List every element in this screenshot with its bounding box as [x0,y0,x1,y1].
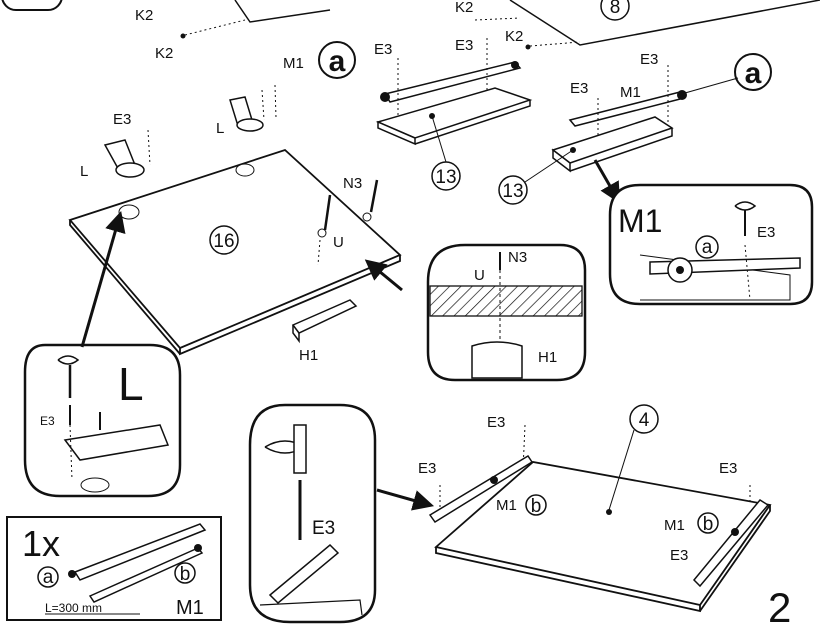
panel-4: 4 E3 E3 M1 b E3 M1 b E3 [418,404,772,613]
u-label-2: U [474,267,485,284]
tag-a-2: a [745,57,762,90]
e3-label-9: E3 [418,460,436,477]
tag-b-1: b [531,496,542,517]
kit-length: L=300 mm [45,601,102,615]
panel-16: 16 N3 U L E3 L H1 [68,84,403,364]
hinge-detail-title: L [118,358,144,410]
part-8-label: 8 [610,0,621,18]
n3-label-1: N3 [343,175,362,192]
kit-b-label: b [180,564,191,585]
part-13-label-2: 13 [502,181,523,202]
part-16-label: 16 [213,231,234,252]
k2-screws: K2 K2 K2 K2 [135,0,581,62]
rail-assembly-left: a M1 E3 E3 13 [283,37,533,191]
screwdriver-detail-bubble: E3 [248,403,435,624]
kit-name: M1 [176,597,204,619]
k2-label-2: K2 [155,45,173,62]
e3-label-8: E3 [487,414,505,431]
part-8-marker [600,0,630,21]
part-4-label: 4 [639,410,650,431]
e3-label-2: E3 [455,37,473,54]
m1-detail-a: a [702,237,713,258]
hinge-detail-bubble: L E3 [23,210,182,498]
k2-label-4: K2 [505,28,523,45]
kit-box: 1x a b L=300 mm M1 [6,516,222,621]
m1-label-4: M1 [664,517,685,534]
h1-label-1: H1 [299,347,318,364]
hinge-l-label-2: L [216,120,224,137]
m1-detail-e3: E3 [757,224,775,241]
section-detail-bubble: N3 U H1 [426,243,587,382]
e3-label-4: E3 [570,80,588,97]
hinge-l-label-1: L [80,163,88,180]
k2-label-3: K2 [455,0,473,16]
part-13-label-1: 13 [435,167,456,188]
e3-label-1: E3 [374,41,392,58]
m1-detail-title: M1 [618,203,662,239]
rail-assembly-right: a E3 E3 M1 13 [498,51,772,205]
tag-a-1: a [329,45,346,78]
e3-label-3: E3 [640,51,658,68]
e3-label-11: E3 [670,547,688,564]
e3-label-6: E3 [40,414,55,428]
n3-label-2: N3 [508,249,527,266]
kit-qty: 1x [22,523,60,564]
top-left-panel-fragment: 8 [1,0,820,46]
step-number: 2 [768,584,791,629]
m1-label-2: M1 [620,84,641,101]
m1-label-1: M1 [283,55,304,72]
k2-label-1: K2 [135,7,153,24]
h1-label-2: H1 [538,349,557,366]
e3-label-7: E3 [312,518,335,539]
m1-detail-bubble: M1 a E3 [608,183,814,306]
tag-b-2: b [703,514,714,535]
m1-label-3: M1 [496,497,517,514]
u-label-1: U [333,234,344,251]
e3-label-5: E3 [113,111,131,128]
kit-a-label: a [43,567,54,588]
e3-label-10: E3 [719,460,737,477]
